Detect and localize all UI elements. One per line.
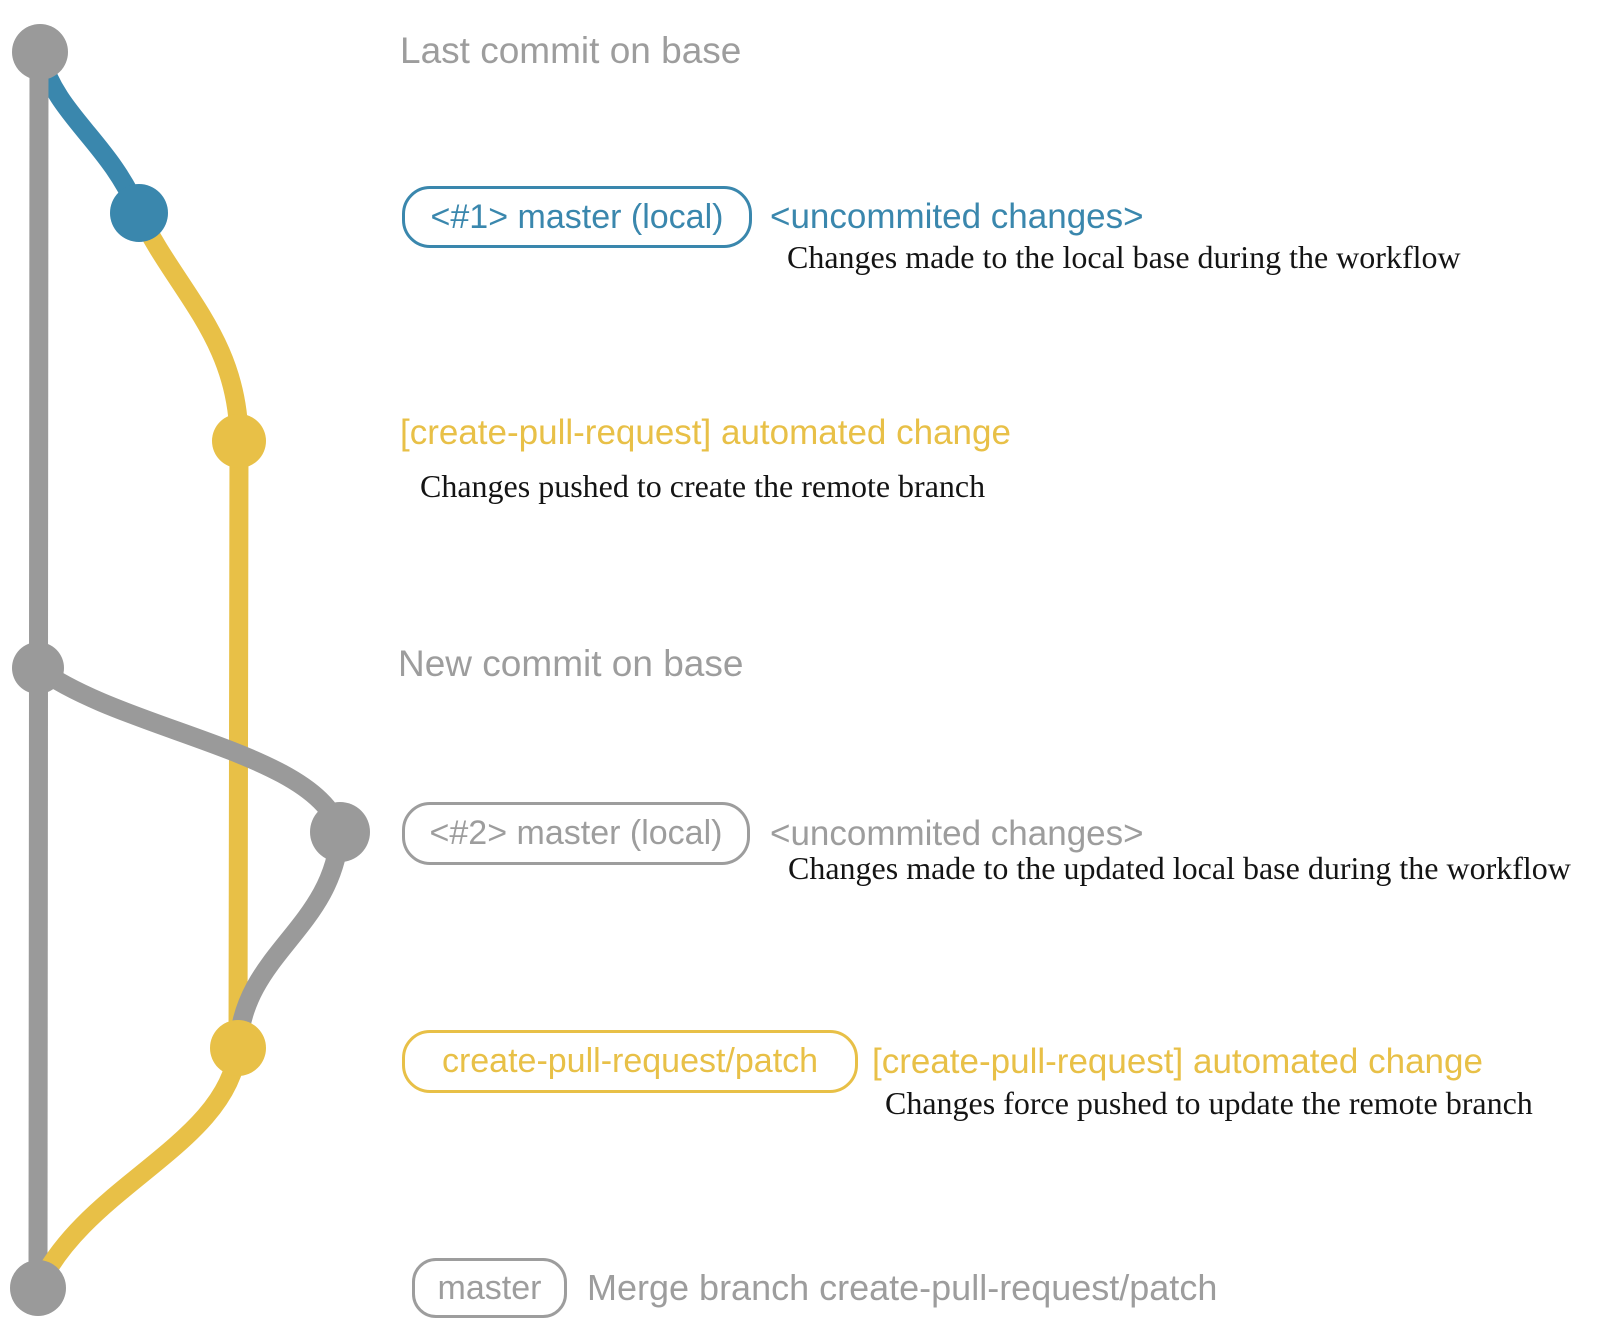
commit-node-patch-2 [210, 1020, 266, 1076]
commit-desc-automated-2: Changes force pushed to update the remot… [885, 1085, 1533, 1121]
edge-base-to-local-2 [28, 658, 350, 842]
commit-node-last-base [12, 24, 68, 80]
commit-title-uncommited-1: <uncommited changes> [770, 197, 1144, 236]
commit-title-automated-1: [create-pull-request] automated change [400, 413, 1011, 452]
commit-desc-automated-1: Changes pushed to create the remote bran… [420, 468, 986, 504]
edge-patch-merge [28, 1038, 248, 1298]
commit-title-uncommited-2: <uncommited changes> [770, 814, 1144, 853]
branch-badge-master: master [412, 1258, 567, 1318]
commit-desc-uncommited-1: Changes made to the local base during th… [787, 239, 1461, 275]
edge-patch-branch-line [129, 203, 249, 1058]
commit-node-new-base [12, 642, 64, 694]
annotation-last-commit-on-base: Last commit on base [400, 30, 742, 71]
branch-badge-create-pull-request-patch: create-pull-request/patch [402, 1030, 858, 1093]
commit-title-automated-2: [create-pull-request] automated change [872, 1042, 1483, 1081]
branch-badge-master-local-1: <#1> master (local) [402, 186, 752, 248]
commit-title-merge: Merge branch create-pull-request/patch [587, 1267, 1218, 1308]
branch-badge-master-local-2: <#2> master (local) [402, 802, 750, 865]
commit-node-merge [10, 1260, 66, 1316]
commit-node-local-1 [110, 184, 168, 242]
commit-node-patch-1 [212, 414, 266, 468]
edge-local-2-to-patch [228, 822, 350, 1058]
commit-desc-uncommited-2: Changes made to the updated local base d… [788, 850, 1571, 886]
commit-node-local-2 [310, 802, 370, 862]
annotation-new-commit-on-base: New commit on base [398, 643, 744, 684]
